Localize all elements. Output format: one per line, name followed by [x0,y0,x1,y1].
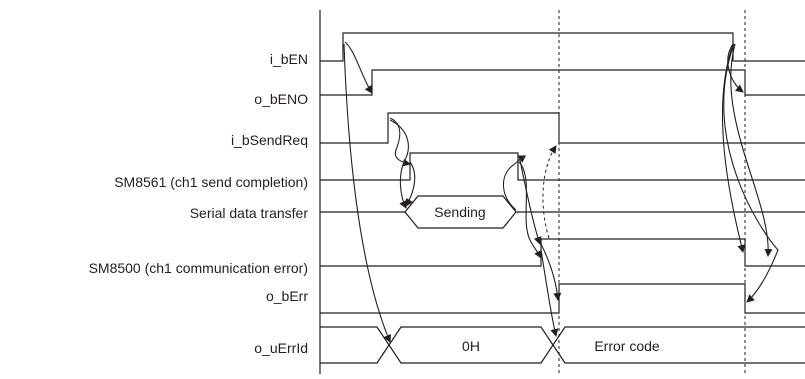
arrow-ben-to-beno [344,41,373,94]
arrow-sm8561-to-sm8500-b [519,159,542,245]
sending-box [404,195,517,229]
arrow-ben-to-uerrid [343,43,392,343]
arrow-sm8561-to-sm8500 [518,161,542,259]
label-sm8500: SM8500 (ch1 communication error) [89,260,308,276]
label-sm8561: SM8561 (ch1 send completion) [114,174,308,190]
arrow-ben-fall-loop [730,43,773,257]
arrow-sendreq-to-sm8561 [389,117,411,167]
wave-i-ben [320,32,805,62]
arrow-error-to-sendreq [542,145,557,239]
label-i-ben: i_bEN [270,51,308,67]
wave-uerrid-bottom [320,326,805,364]
arrow-sm8500-to-berr [540,243,562,301]
label-o-berr: o_bErr [266,288,308,304]
arrow-ben-fall-to-berr [723,43,779,303]
arrow-sm8561-to-serial [405,161,416,207]
label-o-uerrid: o_uErrId [254,340,308,356]
arrow-sm8500-to-uerrid [540,249,559,337]
label-i-bsendreq: i_bSendReq [231,132,308,148]
uerrid-zero-label: 0H [462,338,480,354]
wave-o-berr [320,283,805,314]
wave-uerrid-top [320,326,805,364]
wave-o-beno [320,69,805,96]
label-o-beno: o_bENO [254,91,308,107]
label-serial-transfer: Serial data transfer [190,205,309,221]
sending-label: Sending [434,204,485,220]
uerrid-error-code-label: Error code [594,338,660,354]
arrow-serial-to-sm8561-off [502,155,527,211]
wave-sm8500 [320,238,805,267]
arrow-ben-fall-to-beno [727,43,744,93]
wave-sm8561 [320,152,805,181]
wave-i-bsendreq [320,112,805,144]
arrow-ben-fall-to-sm8500 [721,43,746,253]
arrow-sendreq-to-serial [389,119,409,209]
